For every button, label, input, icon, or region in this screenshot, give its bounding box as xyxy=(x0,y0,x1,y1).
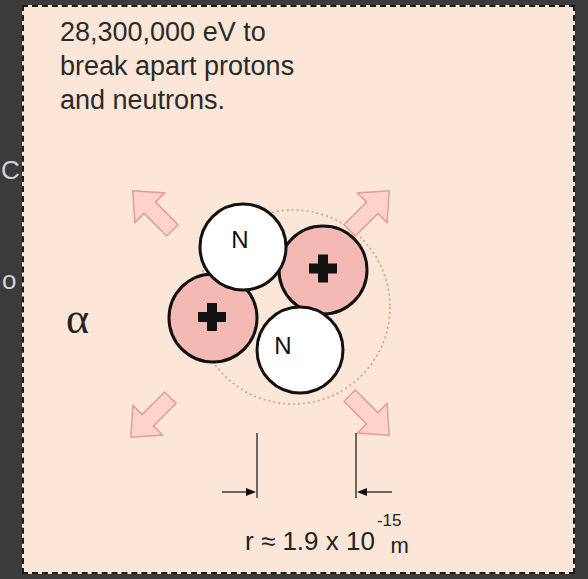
energy-note: 28,300,000 eV to break apart protons and… xyxy=(60,15,330,117)
label-holder: r ≈ 1.9 x 10 xyxy=(245,527,375,557)
plus-symbol xyxy=(207,303,217,331)
dimension-arrow xyxy=(222,491,248,492)
label-holder: -15 xyxy=(377,511,402,531)
slide-text-fragment: C xyxy=(1,155,20,185)
label-holder: m xyxy=(390,533,408,558)
proton-circle xyxy=(279,226,367,314)
neutron-letter: N xyxy=(274,333,291,359)
neutron-circle: N xyxy=(198,202,288,292)
exponent: -15 xyxy=(377,511,402,530)
plus-symbol xyxy=(318,255,328,283)
label-holder: α xyxy=(66,294,89,345)
alpha-symbol: α xyxy=(66,294,89,343)
neutron-outline xyxy=(257,307,343,393)
radius-value: r ≈ 1.9 x 10 xyxy=(245,526,375,556)
label-holder: C xyxy=(1,156,20,186)
neutron-circle: N xyxy=(255,305,345,395)
slide-text-fragment: o xyxy=(2,265,16,295)
unit: m xyxy=(390,533,408,558)
neutron-outline xyxy=(200,204,286,290)
neutron-letter: N xyxy=(231,227,248,253)
label-holder: o xyxy=(2,266,16,296)
proton-circle xyxy=(279,226,367,314)
dimension-arrow xyxy=(365,491,392,492)
dimension-line xyxy=(256,433,257,498)
neutron-outline xyxy=(255,305,345,395)
dimension-line xyxy=(355,433,356,498)
